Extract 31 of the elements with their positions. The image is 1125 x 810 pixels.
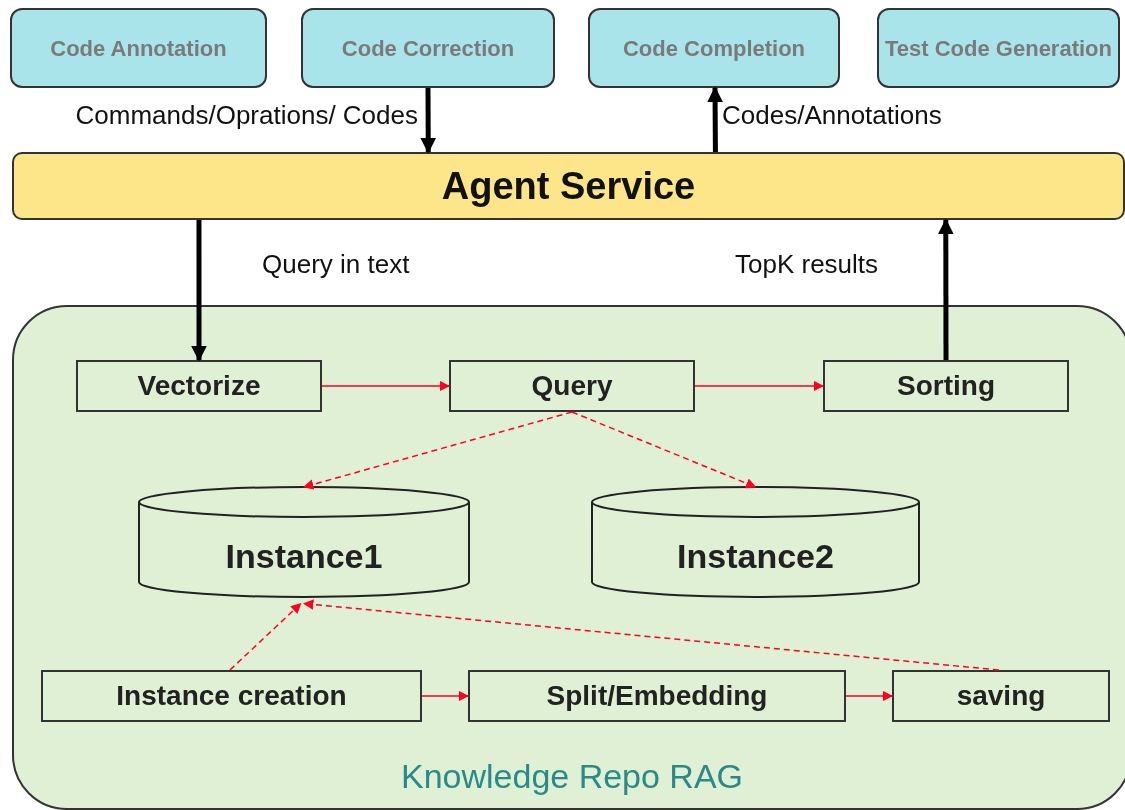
arrow <box>321 380 451 392</box>
arrow <box>845 690 894 702</box>
container-panel <box>12 305 1125 810</box>
process-box: Code Annotation <box>10 8 267 88</box>
edge-label: Commands/Oprations/ Codes <box>75 100 418 131</box>
service-bar: Agent Service <box>12 152 1125 220</box>
database-cylinder: Instance2 <box>591 487 920 597</box>
edge-label: Query in text <box>262 249 410 280</box>
panel-title: Knowledge Repo RAG <box>399 757 745 796</box>
arrow <box>571 411 757 489</box>
arrow <box>303 411 573 490</box>
process-box: saving <box>892 670 1110 722</box>
arrow <box>694 380 825 392</box>
arrow <box>229 602 302 671</box>
process-box: Query <box>449 360 695 412</box>
arrow <box>421 690 470 702</box>
arrow <box>302 599 1000 671</box>
process-box: Split/Embedding <box>468 670 846 722</box>
arrow <box>707 86 724 152</box>
process-box: Code Correction <box>301 8 555 88</box>
edge-label: Codes/Annotations <box>722 100 942 131</box>
process-box: Vectorize <box>76 360 322 412</box>
arrow <box>191 220 207 362</box>
process-box: Test Code Generation <box>877 8 1120 88</box>
process-box: Sorting <box>823 360 1069 412</box>
process-box: Instance creation <box>41 670 422 722</box>
edge-label: TopK results <box>735 249 879 280</box>
database-cylinder: Instance1 <box>138 487 470 597</box>
arrow <box>937 218 954 360</box>
arrow <box>420 88 437 154</box>
process-box: Code Completion <box>588 8 840 88</box>
